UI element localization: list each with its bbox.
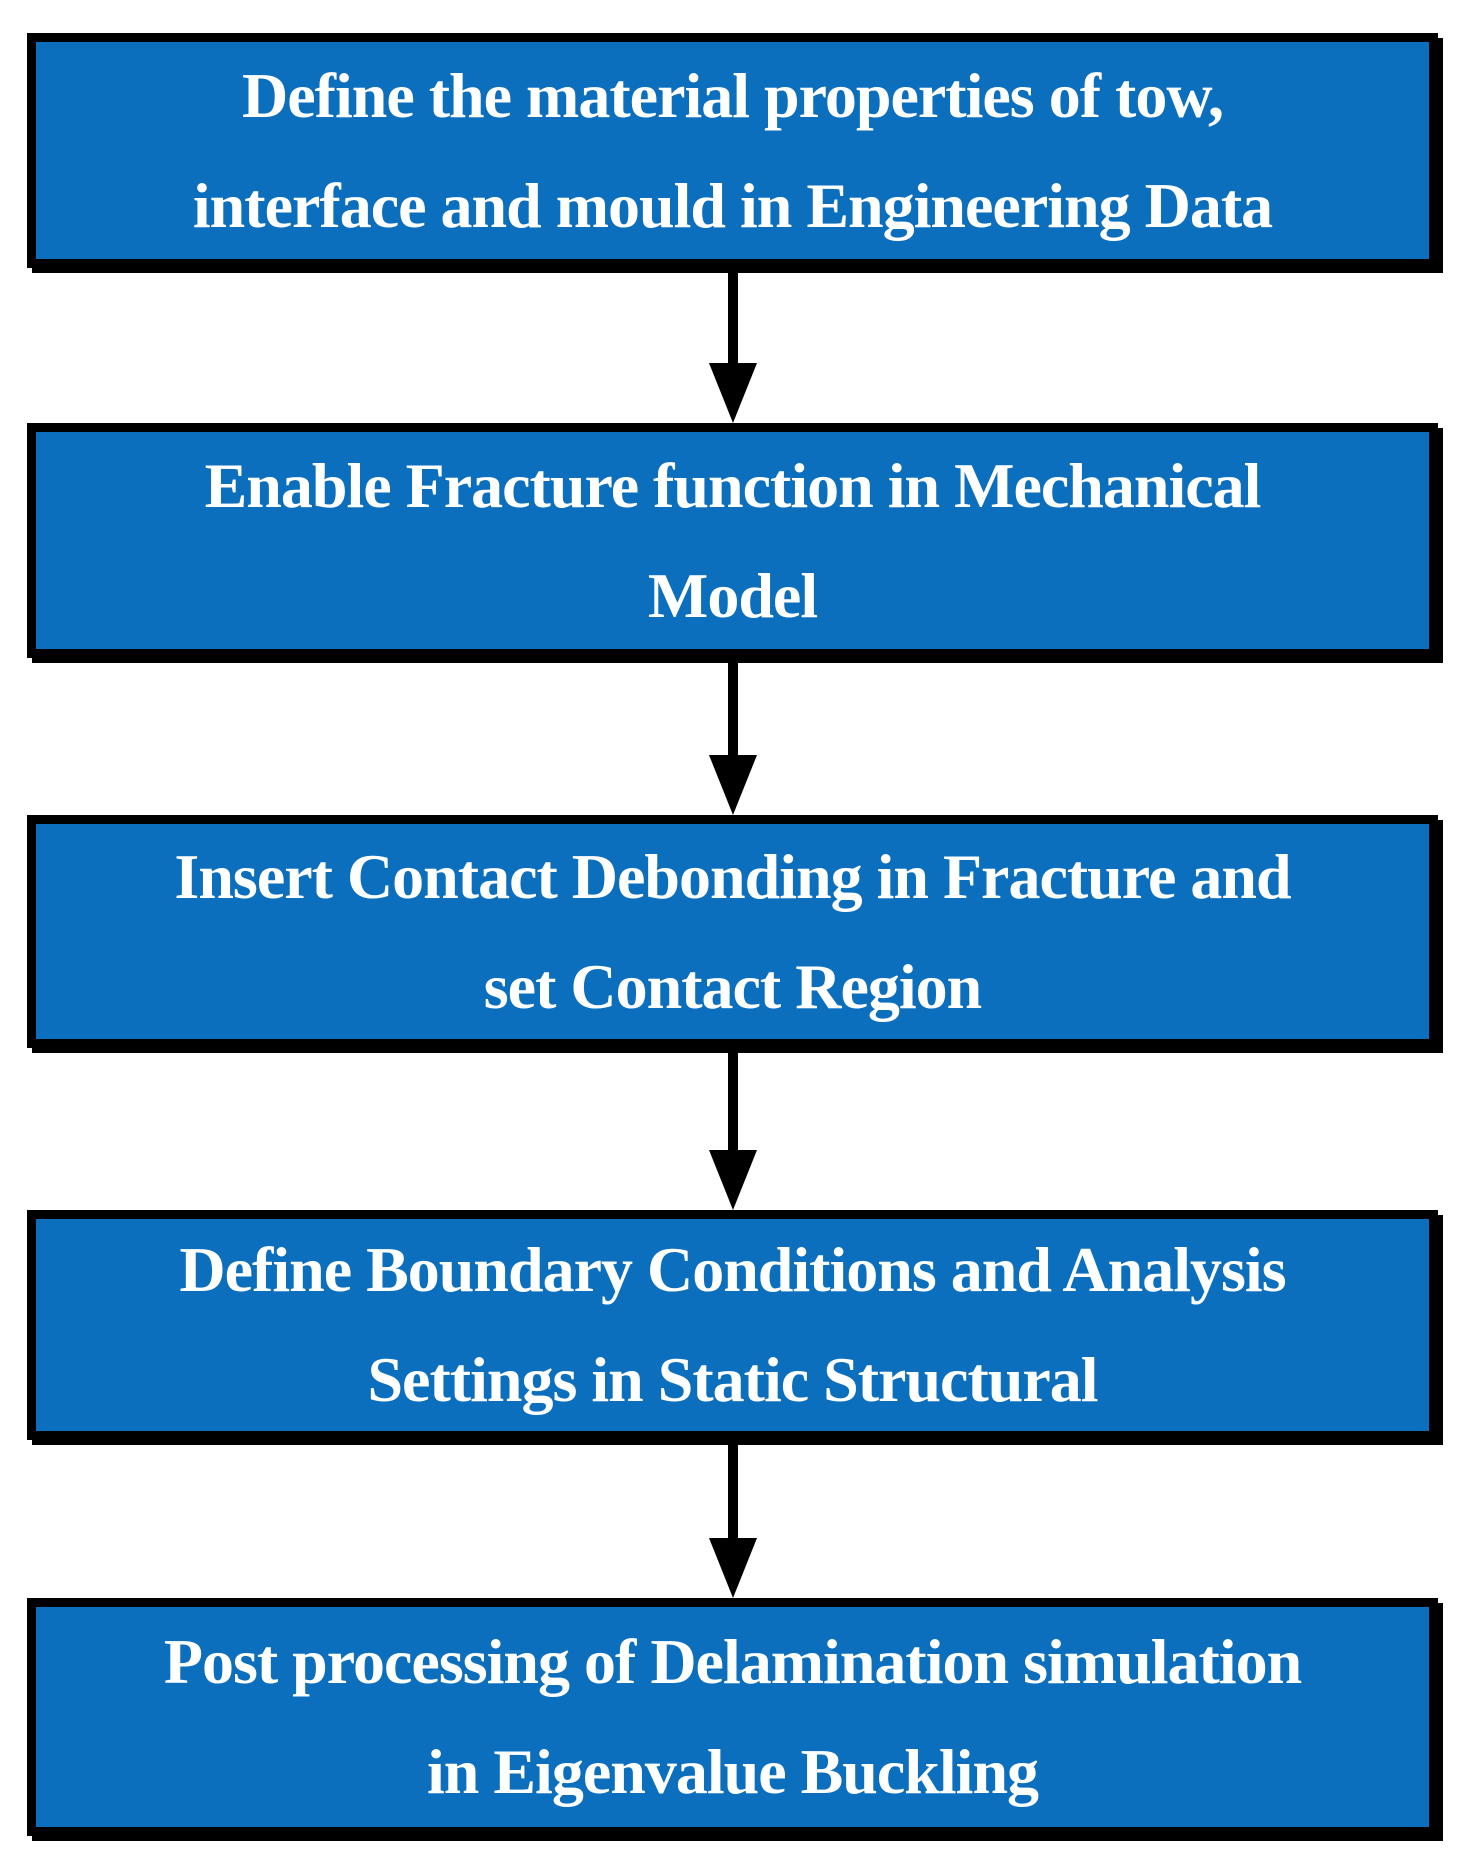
step-enable-fracture-function: Enable Fracture function in Mechanical M…	[27, 423, 1438, 658]
step-post-processing: Post processing of Delamination simulati…	[27, 1598, 1438, 1836]
down-arrow-icon	[709, 1538, 757, 1598]
flow-connector-1	[0, 268, 1466, 423]
arrow-stem	[728, 268, 738, 363]
down-arrow-icon	[709, 363, 757, 423]
arrow-stem	[728, 1048, 738, 1150]
step-insert-contact-debonding: Insert Contact Debonding in Fracture and…	[27, 815, 1438, 1048]
step-text-line: Enable Fracture function in Mechanical	[204, 449, 1262, 521]
step-text-line: in Eigenvalue Buckling	[426, 1736, 1039, 1807]
flow-connector-2	[0, 658, 1466, 815]
step-text-line: set Contact Region	[483, 950, 982, 1022]
step-text-line: Insert Contact Debonding in Fracture and	[174, 840, 1291, 912]
flow-connector-4	[0, 1440, 1466, 1598]
step-define-material-properties: Define the material properties of tow, i…	[27, 33, 1438, 268]
arrow-stem	[728, 658, 738, 755]
down-arrow-icon	[709, 755, 757, 815]
flow-connector-3	[0, 1048, 1466, 1210]
step-define-boundary-conditions: Define Boundary Conditions and Analysis …	[27, 1210, 1438, 1440]
step-text-line: Define Boundary Conditions and Analysis	[179, 1234, 1286, 1305]
step-text-line: Settings in Static Structural	[367, 1344, 1098, 1415]
down-arrow-icon	[709, 1150, 757, 1210]
step-text-line: interface and mould in Engineering Data	[192, 169, 1273, 241]
step-text-line: Post processing of Delamination simulati…	[163, 1626, 1302, 1697]
step-text-line: Model	[647, 559, 818, 631]
step-text-line: Define the material properties of tow,	[242, 59, 1224, 131]
arrow-stem	[728, 1440, 738, 1538]
